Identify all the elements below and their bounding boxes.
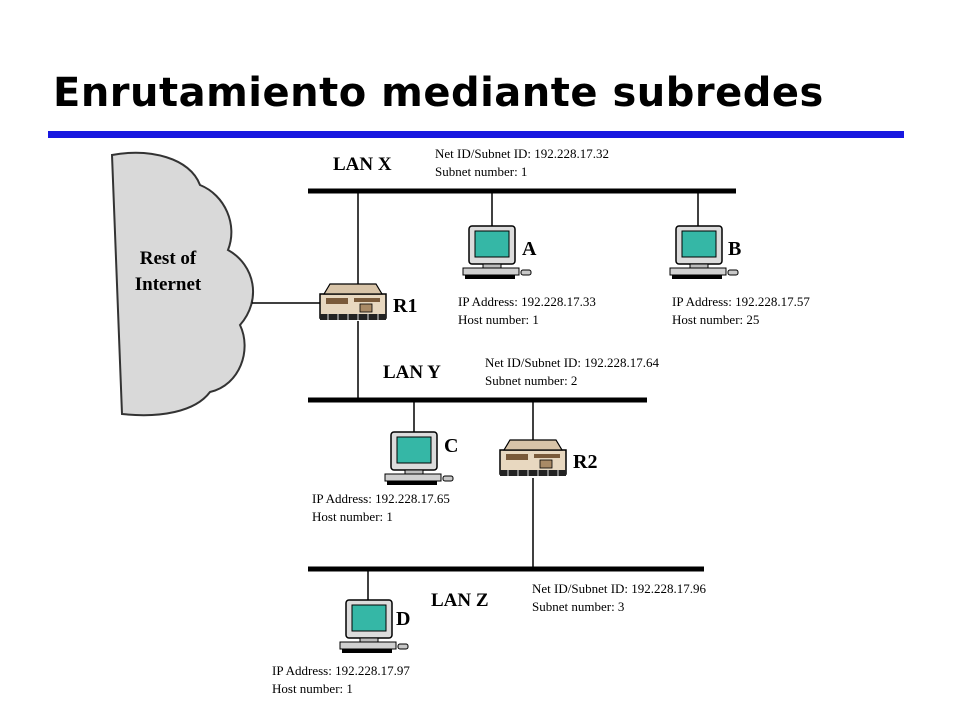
host-d-ip: IP Address: 192.228.17.97 [272,663,410,678]
router-r2-label: R2 [573,451,597,473]
internet-cloud: Rest of Internet [110,151,255,417]
host-d-number: Host number: 1 [272,681,353,696]
lan-z-subnet: Subnet number: 3 [532,599,624,614]
host-d: D IP Address: 192.228.17.97 Host number:… [272,599,410,696]
host-b: B IP Address: 192.228.17.57 Host number:… [669,225,810,327]
router-icon [499,439,567,477]
host-a: A IP Address: 192.228.17.33 Host number:… [458,225,596,327]
lan-y-netid: Net ID/Subnet ID: 192.228.17.64 [485,355,660,370]
router-r1-label: R1 [393,295,417,317]
cloud-label-line1: Rest of [140,248,197,269]
lan-x-netid: Net ID/Subnet ID: 192.228.17.32 [435,146,609,161]
lan-x-subnet: Subnet number: 1 [435,164,527,179]
title-underline [48,131,904,138]
lan-z-netid: Net ID/Subnet ID: 192.228.17.96 [532,581,707,596]
computer-icon [384,431,454,486]
host-b-ip: IP Address: 192.228.17.57 [672,294,810,309]
host-b-label: B [728,238,741,260]
host-c: C IP Address: 192.228.17.65 Host number:… [312,431,458,524]
host-c-number: Host number: 1 [312,509,393,524]
router-r1: R1 [319,283,417,321]
lan-x-label: LAN X [333,154,392,175]
router-r2: R2 [499,439,597,477]
lan-y-subnet: Subnet number: 2 [485,373,577,388]
host-c-ip: IP Address: 192.228.17.65 [312,491,450,506]
host-d-label: D [396,608,410,630]
lan-y-label: LAN Y [383,362,441,383]
computer-icon [462,225,532,280]
lan-z-label: LAN Z [431,590,489,611]
router-icon [319,283,387,321]
host-a-ip: IP Address: 192.228.17.33 [458,294,596,309]
host-a-number: Host number: 1 [458,312,539,327]
host-c-label: C [444,435,458,457]
host-b-number: Host number: 25 [672,312,759,327]
cloud-label-line2: Internet [135,274,202,295]
host-a-label: A [522,238,537,260]
slide-title: Enrutamiento mediante subredes [53,70,824,116]
